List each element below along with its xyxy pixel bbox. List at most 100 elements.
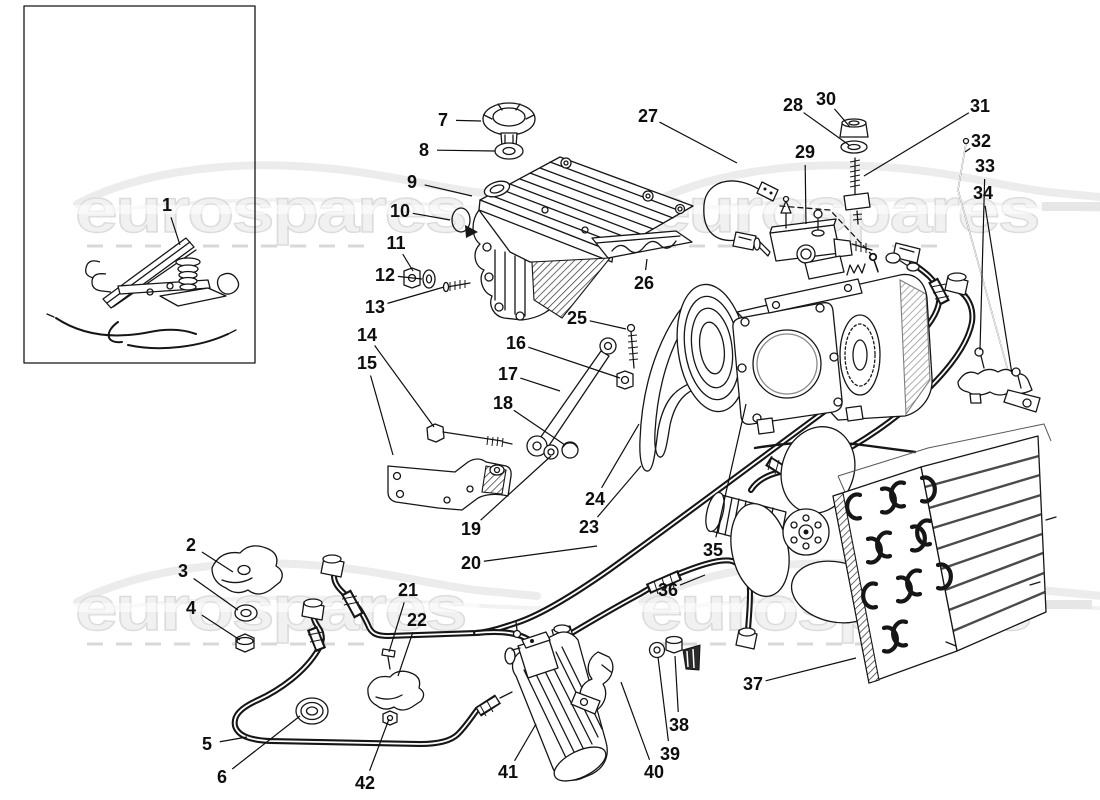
part-number-label[interactable]: 6 xyxy=(217,767,227,787)
part-number-label[interactable]: 29 xyxy=(795,142,815,162)
part-number-label[interactable]: 22 xyxy=(407,610,427,630)
part-number-label[interactable]: 33 xyxy=(975,156,995,176)
part-callout-37[interactable]: 37 xyxy=(743,657,857,694)
part-callout-32[interactable]: 32 xyxy=(964,131,991,153)
part-callout-14[interactable]: 14 xyxy=(357,325,435,428)
part-callout-16[interactable]: 16 xyxy=(506,333,621,379)
part-callout-11[interactable]: 11 xyxy=(386,233,414,272)
strap-nut xyxy=(665,635,683,654)
part-number-label[interactable]: 34 xyxy=(973,183,993,203)
hose-clamp-lower xyxy=(367,670,425,711)
part-number-label[interactable]: 23 xyxy=(579,517,599,537)
part-number-label[interactable]: 18 xyxy=(493,393,513,413)
part-callout-10[interactable]: 10 xyxy=(390,201,451,221)
hex-nut xyxy=(235,633,255,653)
part-callout-40[interactable]: 40 xyxy=(620,681,664,782)
part-number-label[interactable]: 7 xyxy=(438,110,448,130)
leader-line xyxy=(964,147,971,153)
part-number-label[interactable]: 4 xyxy=(186,598,196,618)
part-number-label[interactable]: 30 xyxy=(816,89,836,109)
part-callout-21[interactable]: 21 xyxy=(388,580,418,653)
leader-line xyxy=(589,320,627,330)
part-callout-28[interactable]: 28 xyxy=(783,95,850,146)
part-number-label[interactable]: 32 xyxy=(971,131,991,151)
small-nut xyxy=(382,710,398,726)
part-number-label[interactable]: 11 xyxy=(386,233,405,253)
part-number-label[interactable]: 37 xyxy=(743,674,763,694)
part-number-label[interactable]: 35 xyxy=(703,540,723,560)
part-callout-30[interactable]: 30 xyxy=(816,89,851,128)
part-callout-6[interactable]: 6 xyxy=(217,715,301,787)
part-number-label[interactable]: 5 xyxy=(202,734,212,754)
part-callout-27[interactable]: 27 xyxy=(638,106,738,164)
part-callout-25[interactable]: 25 xyxy=(567,308,627,330)
part-callout-36[interactable]: 36 xyxy=(658,574,706,600)
part-number-label[interactable]: 13 xyxy=(365,297,385,317)
part-callout-41[interactable]: 41 xyxy=(498,723,537,782)
part-number-label[interactable]: 40 xyxy=(644,762,664,782)
part-callout-29[interactable]: 29 xyxy=(795,142,815,225)
part-number-label[interactable]: 17 xyxy=(498,364,518,384)
part-number-label[interactable]: 36 xyxy=(658,580,678,600)
mount-bracket xyxy=(387,458,512,511)
leader-line xyxy=(984,205,1013,375)
leader-line xyxy=(620,681,651,761)
part-number-label[interactable]: 28 xyxy=(783,95,803,115)
part-number-label[interactable]: 14 xyxy=(357,325,377,345)
part-number-label[interactable]: 38 xyxy=(669,715,689,735)
part-number-label[interactable]: 1 xyxy=(162,195,172,215)
leader-line xyxy=(412,212,451,221)
part-callout-8[interactable]: 8 xyxy=(419,140,496,160)
part-number-label[interactable]: 31 xyxy=(970,96,990,116)
part-callout-38[interactable]: 38 xyxy=(669,655,689,735)
part-callout-9[interactable]: 9 xyxy=(407,172,473,197)
part-callout-34[interactable]: 34 xyxy=(973,183,1013,375)
o-ring xyxy=(451,207,471,233)
part-number-label[interactable]: 16 xyxy=(506,333,526,353)
part-callout-23[interactable]: 23 xyxy=(579,465,642,537)
part-number-label[interactable]: 39 xyxy=(660,744,680,764)
part-number-label[interactable]: 24 xyxy=(585,489,605,509)
leader-line xyxy=(455,119,482,122)
part-callout-5[interactable]: 5 xyxy=(202,734,248,754)
part-number-label[interactable]: 8 xyxy=(419,140,429,160)
pivot-arm xyxy=(526,323,639,460)
long-bolt xyxy=(426,423,513,448)
part-callout-12[interactable]: 12 xyxy=(375,265,423,285)
part-number-label[interactable]: 10 xyxy=(390,201,410,221)
part-callout-22[interactable]: 22 xyxy=(397,610,427,677)
part-callout-42[interactable]: 42 xyxy=(355,718,390,793)
part-number-label[interactable]: 42 xyxy=(355,773,375,793)
part-callout-4[interactable]: 4 xyxy=(186,598,241,641)
part-callout-1[interactable]: 1 xyxy=(162,195,181,246)
part-number-label[interactable]: 41 xyxy=(498,762,518,782)
part-number-label[interactable]: 12 xyxy=(375,265,395,285)
part-number-label[interactable]: 19 xyxy=(461,519,481,539)
part-number-label[interactable]: 21 xyxy=(398,580,418,600)
part-callout-33[interactable]: 33 xyxy=(975,156,995,351)
part-callout-3[interactable]: 3 xyxy=(178,561,239,611)
part-number-label[interactable]: 2 xyxy=(186,535,196,555)
part-number-label[interactable]: 15 xyxy=(357,353,377,373)
part-callout-31[interactable]: 31 xyxy=(863,96,990,177)
part-callout-15[interactable]: 15 xyxy=(357,353,394,456)
leader-line xyxy=(231,715,301,770)
part-number-label[interactable]: 25 xyxy=(567,308,587,328)
part-number-label[interactable]: 26 xyxy=(634,273,654,293)
part-callout-39[interactable]: 39 xyxy=(657,656,680,764)
part-callout-24[interactable]: 24 xyxy=(585,423,640,509)
part-number-label[interactable]: 27 xyxy=(638,106,658,126)
part-callout-35[interactable]: 35 xyxy=(703,403,747,560)
part-callout-20[interactable]: 20 xyxy=(461,545,598,573)
part-number-label[interactable]: 9 xyxy=(407,172,417,192)
part-number-label[interactable]: 20 xyxy=(461,553,481,573)
part-number-label[interactable]: 3 xyxy=(178,561,188,581)
watermark-car-outline xyxy=(646,161,1100,208)
part-callout-17[interactable]: 17 xyxy=(498,364,561,392)
part-callout-2[interactable]: 2 xyxy=(186,535,234,573)
part-callout-18[interactable]: 18 xyxy=(493,393,566,446)
part-callout-13[interactable]: 13 xyxy=(365,286,445,317)
part-callout-7[interactable]: 7 xyxy=(438,110,482,130)
part-callout-26[interactable]: 26 xyxy=(634,258,654,293)
part-callout-19[interactable]: 19 xyxy=(461,455,552,539)
